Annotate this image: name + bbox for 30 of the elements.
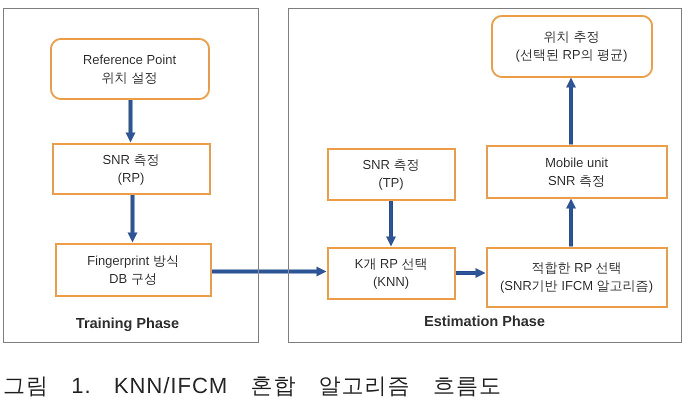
box-sublabel: (SNR기반 IFCM 알고리즘) [500, 277, 654, 295]
arrow [456, 268, 486, 278]
phase-panel [288, 8, 682, 343]
phase-panel [3, 8, 259, 343]
box-sublabel: (RP) [118, 168, 144, 186]
arrow [128, 194, 138, 242]
box-sublabel: (KNN) [372, 273, 410, 291]
process-box [326, 148, 456, 200]
process-box [326, 246, 456, 300]
box-label: K개 RP 선택 [354, 255, 428, 273]
panel-title: Estimation Phase [424, 312, 545, 330]
arrow [566, 198, 576, 246]
process-box [52, 142, 210, 194]
process-box: Fingerprint 방식 DB 구성 [54, 242, 212, 296]
rounded-box: Reference Point 위치 설정 [50, 38, 210, 100]
arrow [566, 78, 576, 144]
arrow [386, 200, 396, 246]
panel-title: Training Phase [76, 314, 180, 332]
box-label: SNR 측정 [362, 156, 420, 174]
process-box: Mobile unit SNR 측정 [486, 144, 668, 198]
box-label: 위치 추정 [544, 28, 600, 46]
box-label: SNR 측정 [102, 150, 160, 168]
rounded-box [490, 14, 652, 78]
box-sublabel: (선택된 RP의 평균) [516, 46, 628, 64]
box-sublabel: (TP) [378, 174, 404, 192]
box-label: 적합한 RP 선택 [531, 259, 622, 277]
arrow [126, 100, 136, 142]
process-box [486, 246, 668, 308]
arrow [212, 266, 326, 276]
caption: 그림 1. KNN/IFCM 혼합 알고리즘 흐름도 [3, 373, 502, 399]
